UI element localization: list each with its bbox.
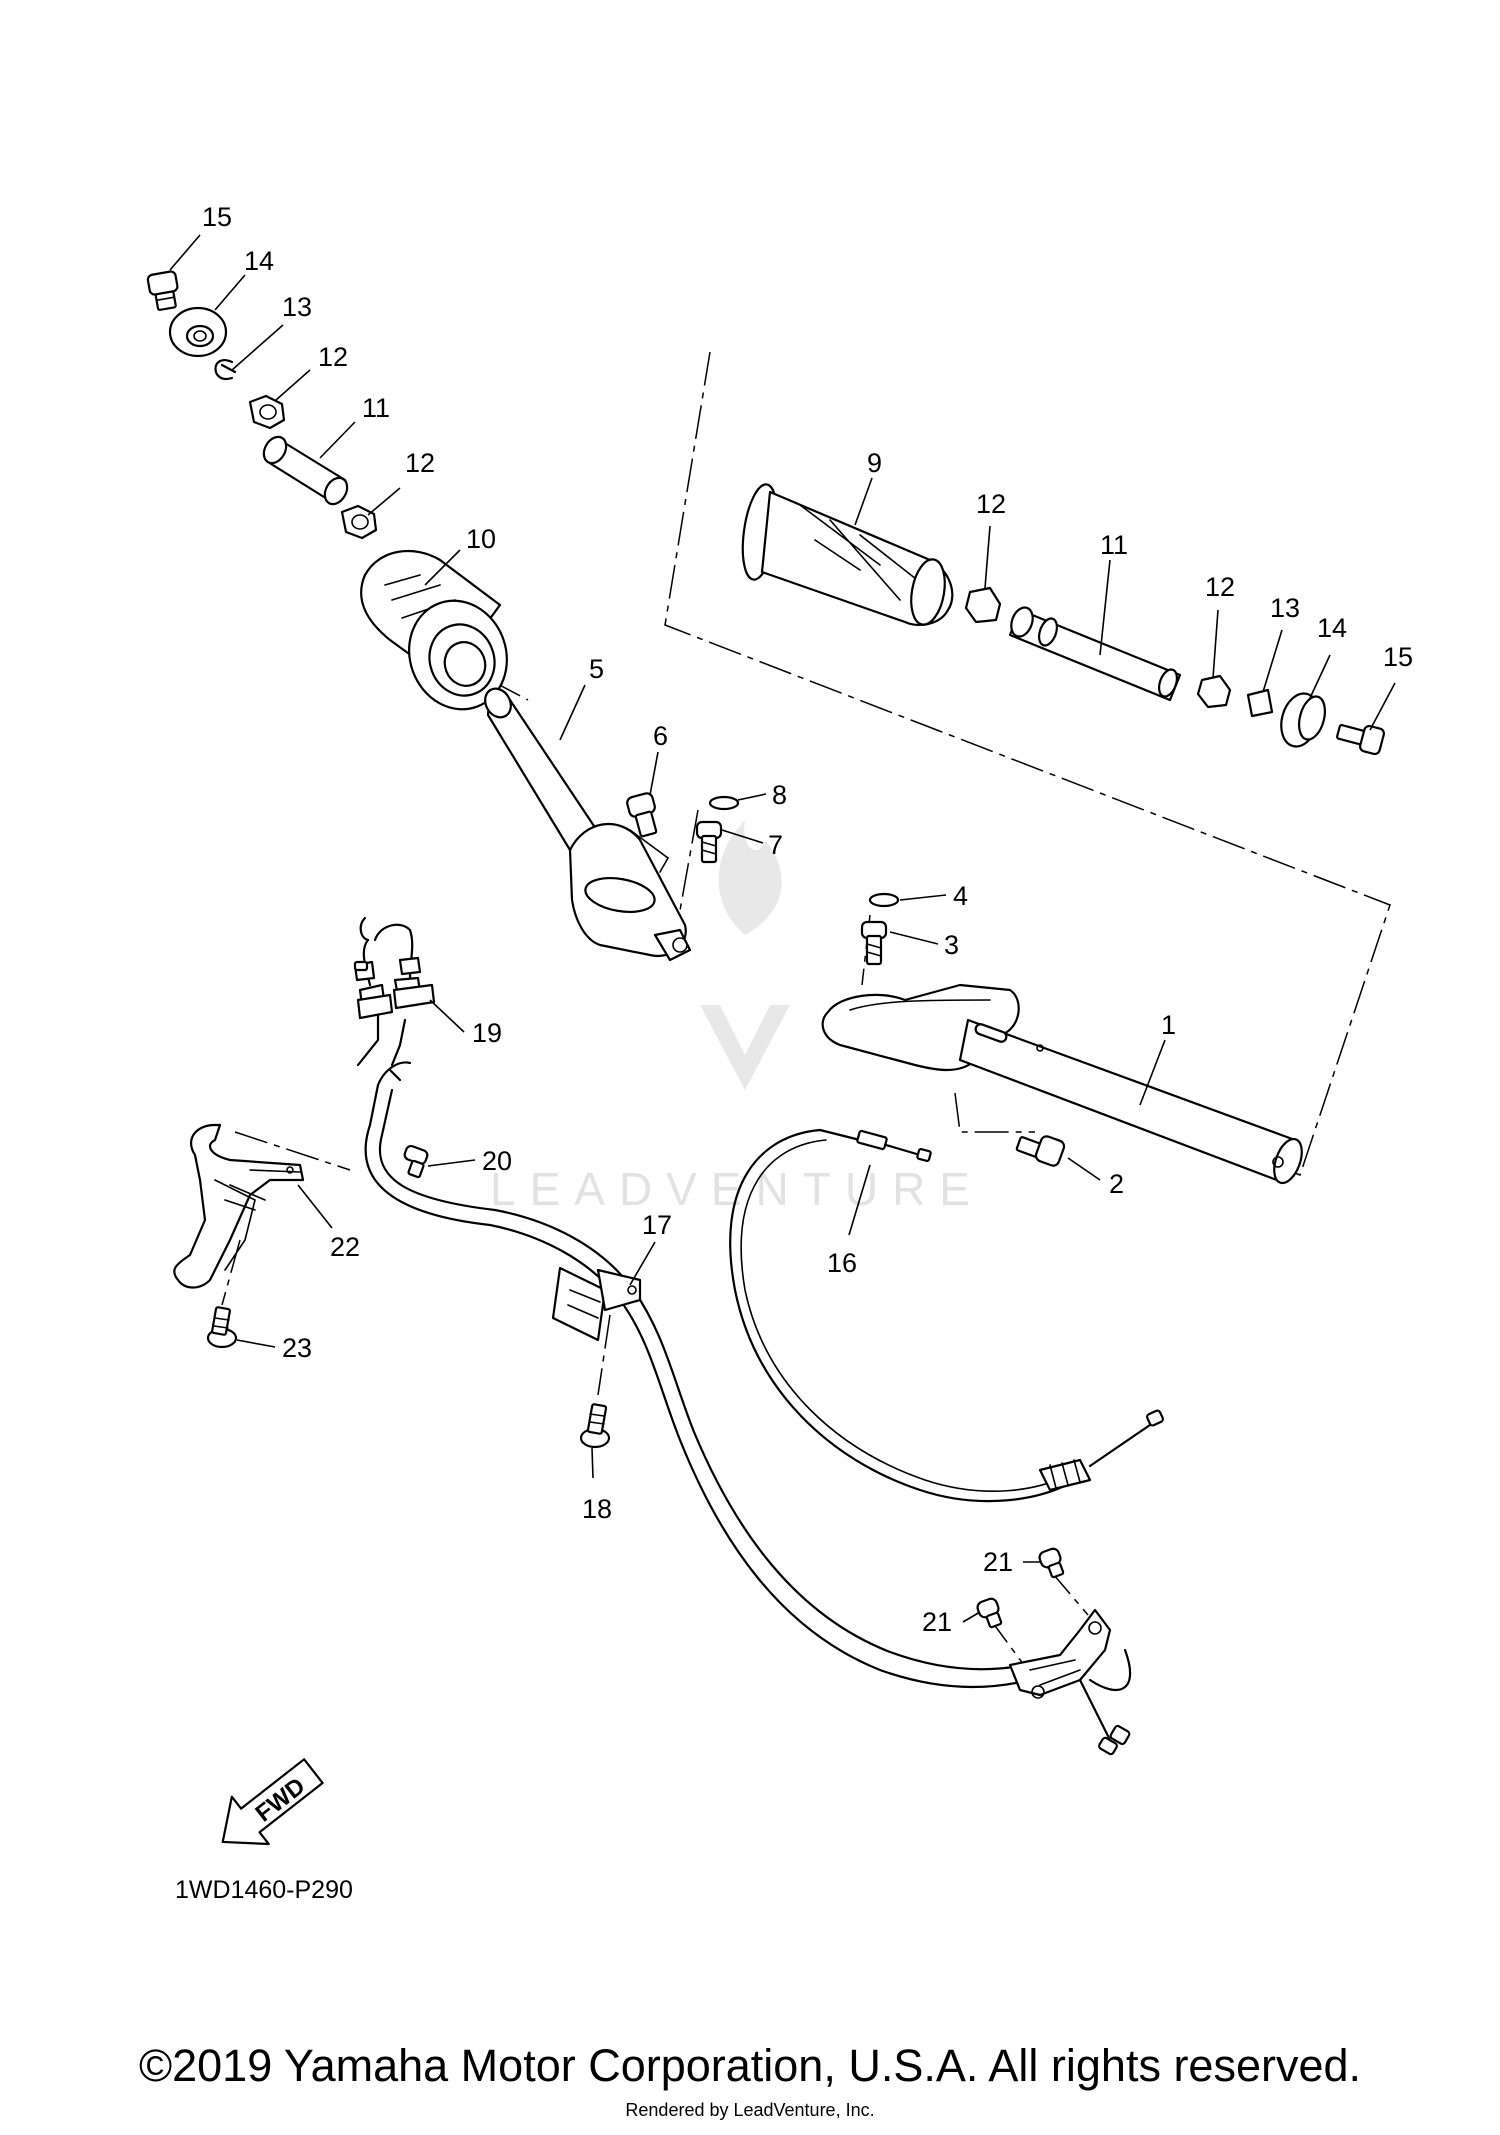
bolt-part-15-right	[1336, 723, 1386, 756]
bracket-part-22	[173, 1123, 305, 1289]
callout-1: 1	[1161, 1010, 1176, 1040]
callout-12-left-upper: 12	[318, 342, 348, 372]
callout-10: 10	[466, 524, 496, 554]
bolt-part-7	[695, 820, 723, 864]
left-handlebar-part-5	[484, 687, 692, 962]
callout-15-left: 15	[202, 202, 232, 232]
leader-lines	[169, 234, 1396, 1623]
forward-direction-arrow-icon: FWD	[221, 1758, 324, 1846]
callout-4: 4	[953, 881, 968, 911]
nut-part-12-right-a	[964, 586, 1002, 624]
mount-line-22	[234, 1131, 351, 1171]
callout-12-left-lower: 12	[405, 448, 435, 478]
bolt-part-21-lower	[976, 1597, 1003, 1629]
throttle-cable-part-16	[729, 1128, 1164, 1503]
callout-21-upper: 21	[983, 1547, 1013, 1577]
bar-end-weight-part-14-left	[168, 306, 228, 358]
nut-part-12-left-lower	[340, 504, 378, 540]
copyright-notice: ©2019 Yamaha Motor Corporation, U.S.A. A…	[138, 2040, 1362, 2091]
watermark-text: LEADVENTURE	[490, 1163, 984, 1215]
screw-part-23	[206, 1306, 238, 1349]
callout-12-right-b: 12	[1205, 572, 1235, 602]
nut-part-12-left-upper	[248, 394, 286, 430]
bolt-part-3	[860, 920, 888, 966]
washer-part-8	[708, 795, 740, 811]
callout-13-right: 13	[1270, 593, 1300, 623]
clip-part-13-right	[1246, 688, 1274, 718]
callout-12-right-a: 12	[976, 489, 1006, 519]
callout-7: 7	[768, 830, 783, 860]
wire-harness-part-17	[353, 916, 1132, 1756]
callout-22: 22	[330, 1232, 360, 1262]
callout-14-left: 14	[244, 246, 274, 276]
callout-15-right: 15	[1383, 642, 1413, 672]
callout-labels: 15 14 13 12 11 12 10 5 6 8 7 9 12 11 12 …	[202, 202, 1413, 1637]
callout-19: 19	[472, 1018, 502, 1048]
callout-3: 3	[944, 930, 959, 960]
callout-2: 2	[1109, 1169, 1124, 1199]
callout-11-right: 11	[1100, 530, 1128, 560]
right-grip-group-outline	[664, 351, 1391, 1176]
callout-23: 23	[282, 1333, 312, 1363]
callout-11-left: 11	[362, 393, 390, 423]
nut-part-12-right-b	[1196, 674, 1232, 709]
callout-8: 8	[772, 780, 787, 810]
bolt-part-2	[1015, 1135, 1066, 1167]
screw-part-18	[579, 1403, 611, 1449]
bolt-part-6	[626, 792, 658, 838]
rendered-by-credit: Rendered by LeadVenture, Inc.	[625, 2100, 875, 2120]
callout-5: 5	[589, 654, 604, 684]
callout-18: 18	[582, 1494, 612, 1524]
diagram-code: 1WD1460-P290	[175, 1876, 353, 1904]
bolt-line-18	[597, 1314, 611, 1396]
callout-6: 6	[653, 721, 668, 751]
callout-21-lower: 21	[922, 1607, 952, 1637]
callout-9: 9	[867, 448, 882, 478]
flame-logo-icon	[700, 820, 790, 1090]
bar-end-weight-part-14-right	[1280, 692, 1327, 748]
callout-16: 16	[827, 1248, 857, 1278]
sleeve-part-11-left	[262, 435, 349, 506]
callout-20: 20	[482, 1146, 512, 1176]
callout-13-left: 13	[282, 292, 312, 322]
clamp-part-20	[403, 1144, 429, 1179]
bolt-part-15-left	[146, 270, 179, 311]
bar-bracket-line	[954, 1092, 1035, 1133]
right-handlebar-part-1	[821, 983, 1303, 1185]
leadventure-watermark: LEADVENTURE	[490, 820, 984, 1215]
callout-17: 17	[642, 1210, 672, 1240]
right-grip-part-9	[741, 483, 954, 626]
sleeve-part-11-right	[1008, 606, 1182, 702]
washer-part-4	[868, 892, 900, 908]
callout-14-right: 14	[1317, 613, 1347, 643]
left-grip-part-10	[360, 549, 508, 711]
clip-part-13-left	[214, 359, 237, 381]
